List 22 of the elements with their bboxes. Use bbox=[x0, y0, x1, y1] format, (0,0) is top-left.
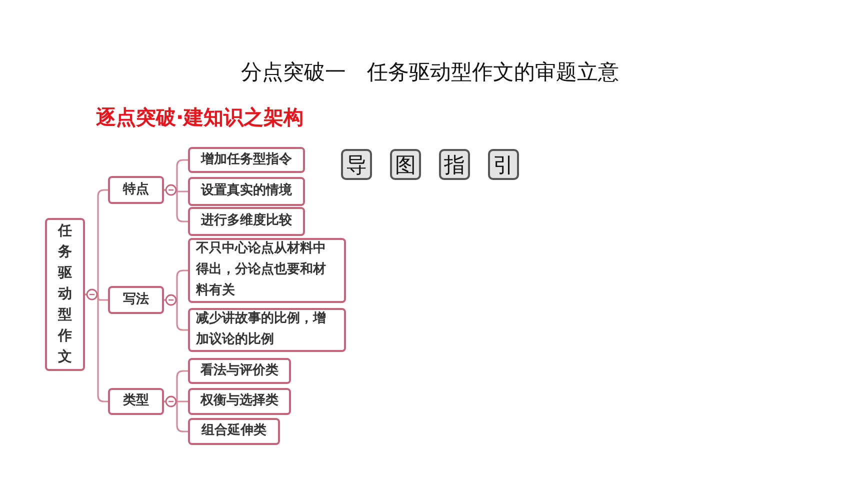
topic-box: 设置真实的情境 bbox=[188, 177, 305, 206]
topic-box: 不只中心论点从材料中得出，分论点也要和材料有关 bbox=[188, 238, 346, 303]
topic-box: 组合延伸类 bbox=[188, 418, 280, 445]
character-tile: 图 bbox=[390, 149, 421, 180]
title: 分点突破一 任务驱动型作文的审题立意 bbox=[240, 59, 620, 86]
root-topic-box: 任务驱动型作文 bbox=[45, 218, 85, 371]
topic-box: 特点 bbox=[108, 176, 164, 204]
topic-box: 写法 bbox=[108, 286, 164, 314]
connector bbox=[163, 299, 189, 331]
connector bbox=[163, 189, 189, 222]
character-tile: 引 bbox=[488, 149, 519, 180]
topic-box: 减少讲故事的比例，增加议论的比例 bbox=[188, 308, 346, 352]
character-tile: 导 bbox=[341, 149, 372, 180]
topic-box: 看法与评价类 bbox=[188, 358, 291, 384]
topic-box: 增加任务型指令 bbox=[188, 147, 305, 173]
topic-box: 类型 bbox=[108, 388, 164, 415]
connector bbox=[163, 400, 189, 432]
character-tile: 指 bbox=[439, 149, 470, 180]
section-heading: 逐点突破·建知识之架构 bbox=[96, 104, 304, 131]
topic-box: 进行多维度比较 bbox=[188, 207, 305, 236]
connector bbox=[84, 294, 109, 402]
topic-box: 权衡与选择类 bbox=[188, 388, 291, 415]
